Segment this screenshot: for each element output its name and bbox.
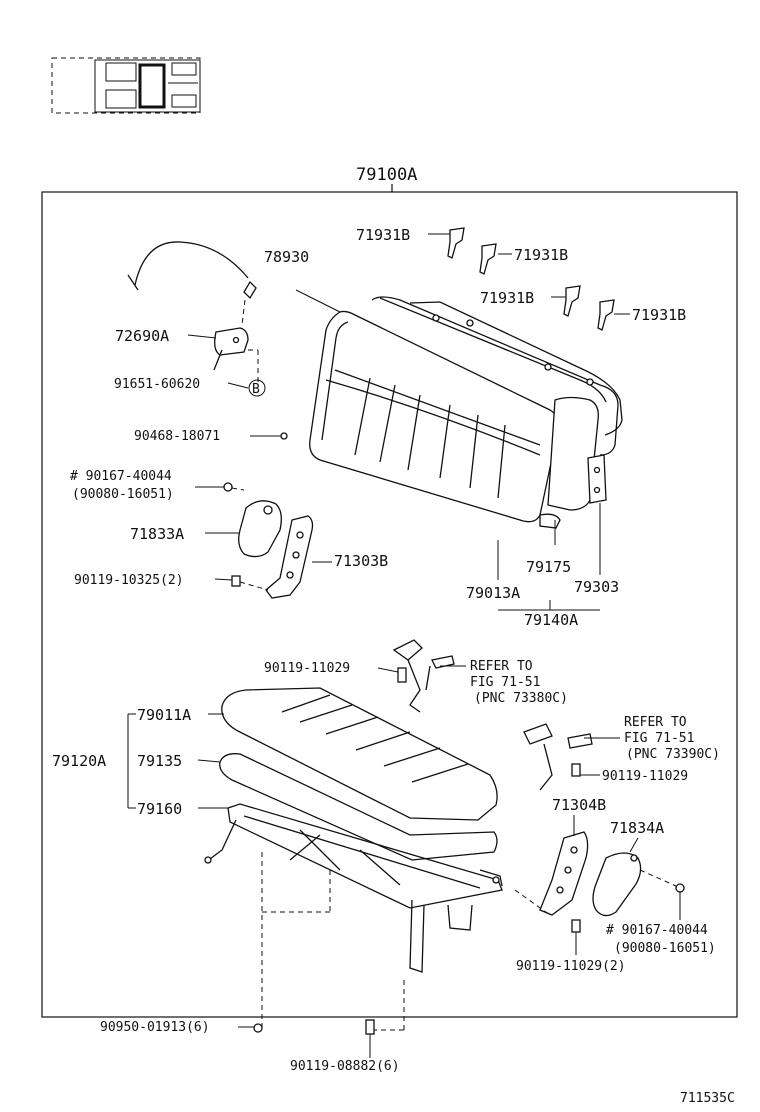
seat-back-drawing (309, 296, 623, 529)
label-72690A: 72690A (115, 327, 169, 345)
label-79175: 79175 (526, 558, 571, 576)
label-90167-40044-top: # 90167-40044 (70, 469, 172, 484)
label-90119-11029-top: 90119-11029 (264, 661, 350, 676)
label-90119-11029-2: 90119-11029(2) (516, 959, 626, 974)
label-91651-60620: 91651-60620 (114, 377, 200, 392)
label-refer2-line2: FIG 71-51 (624, 731, 694, 746)
label-refer2-line3: (PNC 73390C) (626, 747, 720, 762)
footer-code: 711535C (680, 1091, 735, 1106)
label-79140A: 79140A (524, 611, 578, 629)
seat-layout-icon (51, 57, 201, 114)
assembly-frame (41, 184, 738, 1018)
mounting-dash-lines (261, 852, 405, 1031)
label-79011A: 79011A (137, 706, 191, 724)
label-refer1-line3: (PNC 73380C) (474, 691, 568, 706)
label-90468-18071: 90468-18071 (134, 429, 220, 444)
label-refer1-line1: REFER TO (470, 659, 533, 674)
label-refer2-line1: REFER TO (624, 715, 687, 730)
marker-b-circle (248, 379, 266, 397)
hinge-cover-drawing (223, 482, 314, 599)
label-90080-16051-top: (90080-16051) (72, 487, 174, 502)
label-refer1-line2: FIG 71-51 (470, 675, 540, 690)
label-90080-16051-bot: (90080-16051) (614, 941, 716, 956)
marker-b: B (252, 382, 260, 397)
label-79013A: 79013A (466, 584, 520, 602)
label-78930: 78930 (264, 248, 309, 266)
seat-cushion-drawing (204, 687, 503, 973)
hinge-bracket-lower-drawing (253, 831, 685, 1035)
lock-72690A-drawing (213, 327, 259, 382)
label-90950-01913: 90950-01913(6) (100, 1020, 210, 1035)
label-90167-40044-bot: # 90167-40044 (606, 923, 708, 938)
label-71931B-4: 71931B (632, 306, 686, 324)
label-90119-11029-mid: 90119-11029 (602, 769, 688, 784)
label-71303B: 71303B (334, 552, 388, 570)
label-71834A: 71834A (610, 819, 664, 837)
hook-71931B-drawings (447, 227, 615, 331)
label-71931B-2: 71931B (514, 246, 568, 264)
label-79160: 79160 (137, 800, 182, 818)
label-71833A: 71833A (130, 525, 184, 543)
leader-lines (127, 233, 681, 1058)
assembly-label: 79100A (356, 165, 417, 185)
label-79120A: 79120A (52, 752, 106, 770)
cable-78930-drawing (127, 241, 257, 326)
label-71931B-3: 71931B (480, 289, 534, 307)
label-79135: 79135 (137, 752, 182, 770)
label-90119-10325: 90119-10325(2) (74, 573, 184, 588)
label-90119-08882: 90119-08882(6) (290, 1059, 400, 1074)
label-71304B: 71304B (552, 796, 606, 814)
label-79303: 79303 (574, 578, 619, 596)
clip-90468-drawing (280, 432, 288, 440)
label-71931B-1: 71931B (356, 226, 410, 244)
